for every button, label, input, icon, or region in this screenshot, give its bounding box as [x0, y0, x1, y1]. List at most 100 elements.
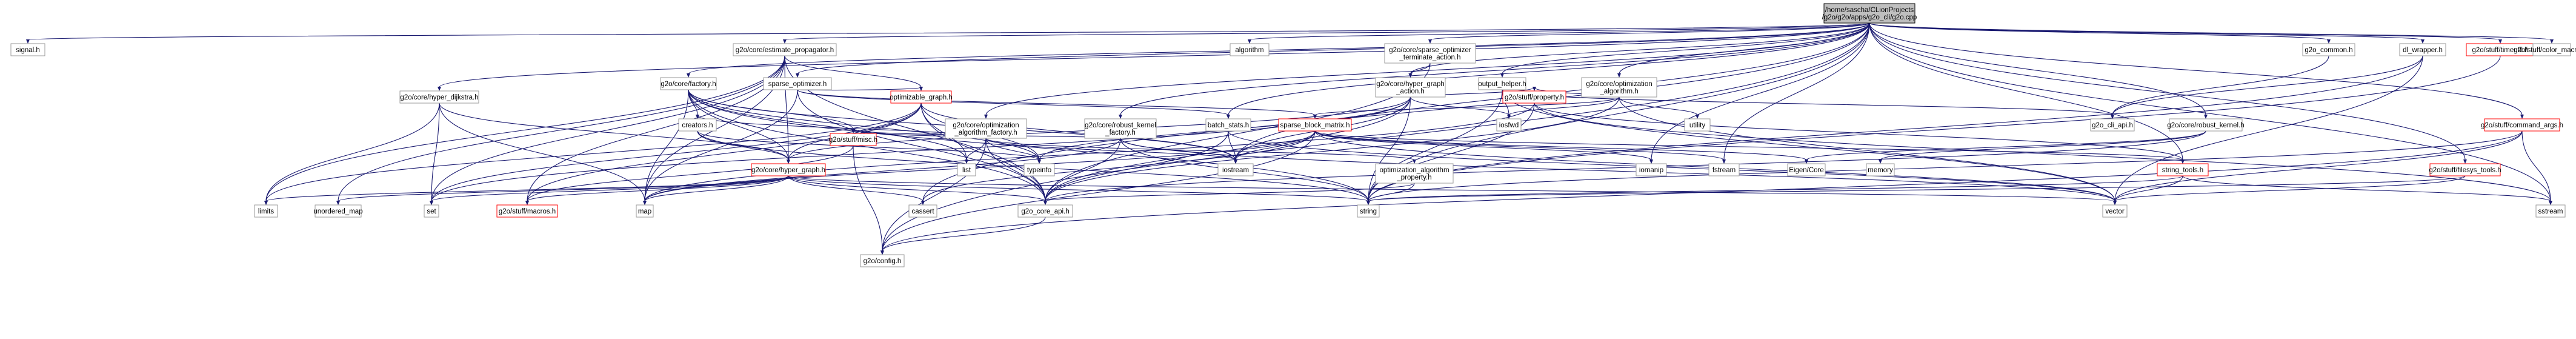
dependency-edge: [1368, 102, 1535, 202]
node-typedijkstra[interactable]: g2o/core/hyper_dijkstra.h: [399, 90, 479, 104]
dependency-edge: [338, 175, 789, 202]
node-map[interactable]: map: [636, 204, 654, 218]
node-outputhelper[interactable]: output_helper.h: [1478, 77, 1526, 90]
edge-arrowhead: [2204, 115, 2208, 119]
node-iostream[interactable]: iostream: [1217, 163, 1254, 176]
node-oaprop[interactable]: optimization_algorithm_property.h: [1375, 163, 1454, 184]
node-g2ocoreapi[interactable]: g2o_core_api.h: [1017, 204, 1073, 218]
node-root: /home/sascha/CLionProjects/g2o/g2o/apps/…: [1822, 3, 1917, 24]
edge-arrowhead: [525, 201, 529, 205]
edge-arrowhead: [2181, 159, 2185, 164]
node-typeinfo[interactable]: typeinfo: [1023, 163, 1055, 176]
node-spterm[interactable]: g2o/core/sparse_optimizer_terminate_acti…: [1384, 43, 1476, 64]
dependency-edge: [1045, 183, 1415, 202]
node-label: g2o/core/hyper_graph.h: [751, 167, 825, 174]
node-vector[interactable]: vector: [2102, 204, 2128, 218]
dependency-edge: [688, 22, 1870, 75]
node-oafactory[interactable]: g2o/core/optimization_algorithm_factory.…: [945, 118, 1027, 139]
node-g2ocommon[interactable]: g2o_common.h: [2302, 43, 2355, 56]
node-eigencore[interactable]: Eigen/Core: [1787, 163, 1826, 176]
node-label: sparse_optimizer.h: [768, 81, 827, 88]
node-hypergraph[interactable]: g2o/core/hyper_graph.h: [751, 163, 826, 176]
node-box: [860, 254, 905, 267]
node-batchstats[interactable]: batch_stats.h: [1205, 118, 1251, 132]
node-factory[interactable]: g2o/core/factory.h: [660, 77, 717, 90]
dependency-edge: [985, 22, 1870, 116]
node-algorithm[interactable]: algorithm: [1230, 43, 1270, 56]
dependency-edge: [1045, 138, 1121, 202]
node-label: sstream: [2538, 208, 2563, 215]
node-robustkernel[interactable]: g2o/core/robust_kernel.h: [2167, 118, 2245, 132]
node-optgraph[interactable]: optimizable_graph.h: [890, 90, 953, 104]
node-misc[interactable]: g2o/stuff/misc.h: [829, 133, 877, 146]
node-label: memory: [1868, 167, 1893, 174]
node-memory[interactable]: memory: [1866, 163, 1895, 176]
dependency-edge: [985, 138, 1046, 202]
dependency-edge: [431, 55, 785, 202]
node-iomanip[interactable]: iomanip: [1636, 163, 1667, 176]
node-limits[interactable]: limits: [254, 204, 278, 218]
node-g2ocliapi[interactable]: g2o_cli_api.h: [2090, 118, 2135, 132]
node-unorderedmap[interactable]: unordered_map: [313, 204, 363, 218]
node-list[interactable]: list: [957, 163, 976, 176]
node-label: g2o/stuff/timeutil.h: [2472, 47, 2528, 54]
node-tictoc[interactable]: g2o/stuff/timeutil.h: [2466, 43, 2535, 56]
node-sstream[interactable]: sstream: [2535, 204, 2566, 218]
node-hgaction[interactable]: g2o/core/hyper_graph_action.h: [1375, 77, 1446, 98]
node-string[interactable]: string: [1357, 204, 1380, 218]
node-macros[interactable]: g2o/stuff/macros.h: [496, 204, 558, 218]
node-config[interactable]: g2o/config.h: [860, 254, 905, 267]
node-label: _property.h: [1396, 174, 1431, 181]
node-label: g2o/core/estimate_propagator.h: [736, 47, 834, 54]
node-label: Eigen/Core: [1789, 167, 1824, 174]
dependency-edge: [1869, 22, 2501, 41]
node-cassert[interactable]: cassert: [908, 204, 937, 218]
node-box: [315, 204, 362, 218]
node-sparseopt[interactable]: sparse_optimizer.h: [763, 77, 832, 90]
node-label: g2o/stuff/macros.h: [499, 208, 556, 215]
dependency-edge: [1869, 22, 2551, 202]
dependency-edge: [797, 89, 1229, 116]
dependency-edge: [1368, 175, 2183, 202]
node-iosfwd[interactable]: iosfwd: [1496, 118, 1522, 132]
dependency-edge: [797, 89, 1046, 202]
dependency-edge: [1869, 22, 2206, 116]
dependency-edge: [1314, 130, 1652, 161]
node-estprop[interactable]: g2o/core/estimate_propagator.h: [733, 43, 837, 56]
dependency-edge: [784, 55, 789, 161]
node-property[interactable]: g2o/stuff/property.h: [1502, 90, 1566, 104]
edge-arrowhead: [921, 201, 925, 205]
dependency-edge: [797, 89, 1316, 116]
node-creators[interactable]: creators.h: [678, 118, 717, 132]
node-sbm[interactable]: sparse_block_matrix.h: [1278, 118, 1352, 132]
dependency-edge: [527, 175, 789, 202]
dependency-edge: [2114, 175, 2183, 202]
node-filesystools[interactable]: g2o/stuff/filesys_tools.h: [2429, 163, 2501, 176]
node-box: [957, 163, 976, 176]
node-box: [1787, 163, 1826, 176]
node-fstream[interactable]: fstream: [1708, 163, 1740, 176]
node-set[interactable]: set: [424, 204, 439, 218]
node-box: [399, 90, 479, 104]
node-optalgo[interactable]: g2o/core/optimization_algorithm.h: [1581, 77, 1657, 98]
node-dlwrapper[interactable]: dl_wrapper.h: [2399, 43, 2446, 56]
node-robustfactory[interactable]: g2o/core/robust_kernel_factory.h: [1084, 118, 1157, 139]
node-cmdargs[interactable]: g2o/stuff/command_args.h: [2481, 118, 2563, 132]
node-box: [1636, 163, 1667, 176]
node-label: _terminate_action.h: [1399, 54, 1460, 61]
edge-arrowhead: [1617, 73, 1621, 78]
node-label: g2o/stuff/misc.h: [829, 136, 877, 144]
dependency-edge: [697, 130, 789, 161]
dependency-edge: [797, 22, 1870, 75]
dependency-edge: [688, 89, 789, 161]
node-signal[interactable]: signal.h: [10, 43, 45, 56]
node-stringtools[interactable]: string_tools.h: [2157, 163, 2209, 176]
node-box: [1496, 118, 1522, 132]
node-label: string: [1360, 208, 1377, 215]
edge-arrowhead: [2549, 201, 2552, 205]
node-colormacros[interactable]: g2o/stuff/color_macros.h: [2514, 43, 2576, 56]
dependency-edge: [920, 102, 1236, 161]
edge-arrowhead: [1366, 201, 1370, 205]
node-utility[interactable]: utility: [1684, 118, 1711, 132]
dependency-edge: [1869, 22, 2466, 161]
